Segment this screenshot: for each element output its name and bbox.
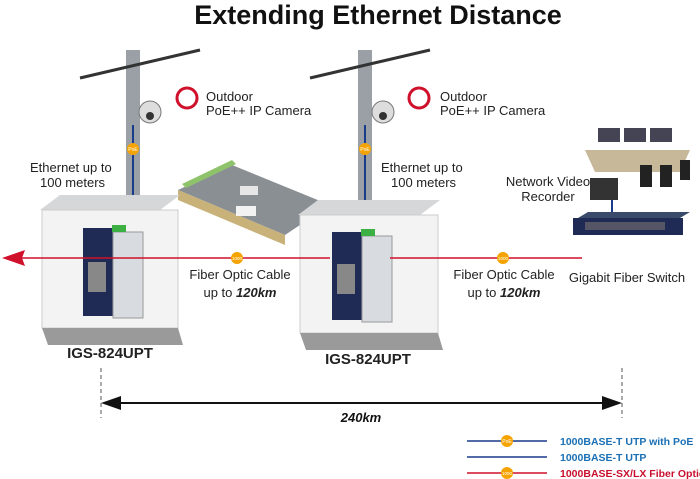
fiber-label-right-2: up to 120km — [467, 285, 540, 300]
nvr-label-2: Recorder — [521, 189, 575, 204]
ip-camera-left-icon — [138, 100, 162, 124]
legend: PoE 1000BASE-T UTP with PoE 1000BASE-T U… — [467, 435, 700, 479]
ip-camera-right-icon — [371, 100, 395, 124]
poe-badge: PoE PoE — [127, 143, 371, 155]
arrow-left-icon — [101, 396, 121, 410]
svg-text:1000: 1000 — [498, 256, 509, 261]
fiber-label-left-1: Fiber Optic Cable — [189, 267, 290, 282]
device-name-right: IGS-824UPT — [325, 351, 411, 368]
camera-label-right-2: PoE++ IP Camera — [440, 103, 546, 118]
switch-label: Gigabit Fiber Switch — [569, 270, 685, 285]
svg-text:PoE: PoE — [128, 147, 138, 153]
ethernet-label-left-2: 100 meters — [40, 175, 106, 190]
arrow-right-icon — [602, 396, 622, 410]
ethernet-label-right-1: Ethernet up to — [381, 160, 463, 175]
highway-illustration — [178, 160, 330, 245]
legend-label-utp: 1000BASE-T UTP — [560, 452, 646, 464]
enclosure-right — [298, 200, 443, 350]
gigabit-fiber-switch-icon — [573, 212, 690, 235]
device-name-left: IGS-824UPT — [67, 345, 153, 362]
ethernet-label-left-1: Ethernet up to — [30, 160, 112, 175]
monitoring-station-icon — [585, 128, 690, 187]
camera-label-right-1: Outdoor — [440, 89, 488, 104]
ethernet-label-right-2: 100 meters — [391, 175, 457, 190]
camera-label-left-2: PoE++ IP Camera — [206, 103, 312, 118]
legend-label-poe: 1000BASE-T UTP with PoE — [560, 436, 693, 448]
enclosure-left — [40, 195, 183, 345]
fiber-badge: 1000 1000 — [231, 252, 509, 264]
fiber-arrow-left-icon — [2, 250, 25, 266]
fiber-label-left-2: up to 120km — [203, 285, 276, 300]
total-distance: 240km — [340, 410, 382, 425]
svg-text:1000: 1000 — [502, 471, 513, 476]
svg-text:PoE: PoE — [360, 147, 370, 153]
nvr-icon — [590, 178, 618, 200]
fiber-label-right-1: Fiber Optic Cable — [453, 267, 554, 282]
legend-label-fiber: 1000BASE-SX/LX Fiber Optic — [560, 468, 700, 479]
nvr-label-1: Network Video — [506, 174, 590, 189]
svg-text:PoE: PoE — [502, 439, 512, 445]
camera-label-left-1: Outdoor — [206, 89, 254, 104]
outdoor-weather-icon — [175, 86, 431, 110]
svg-text:1000: 1000 — [232, 256, 243, 261]
diagram-title: Extending Ethernet Distance — [194, 0, 562, 30]
